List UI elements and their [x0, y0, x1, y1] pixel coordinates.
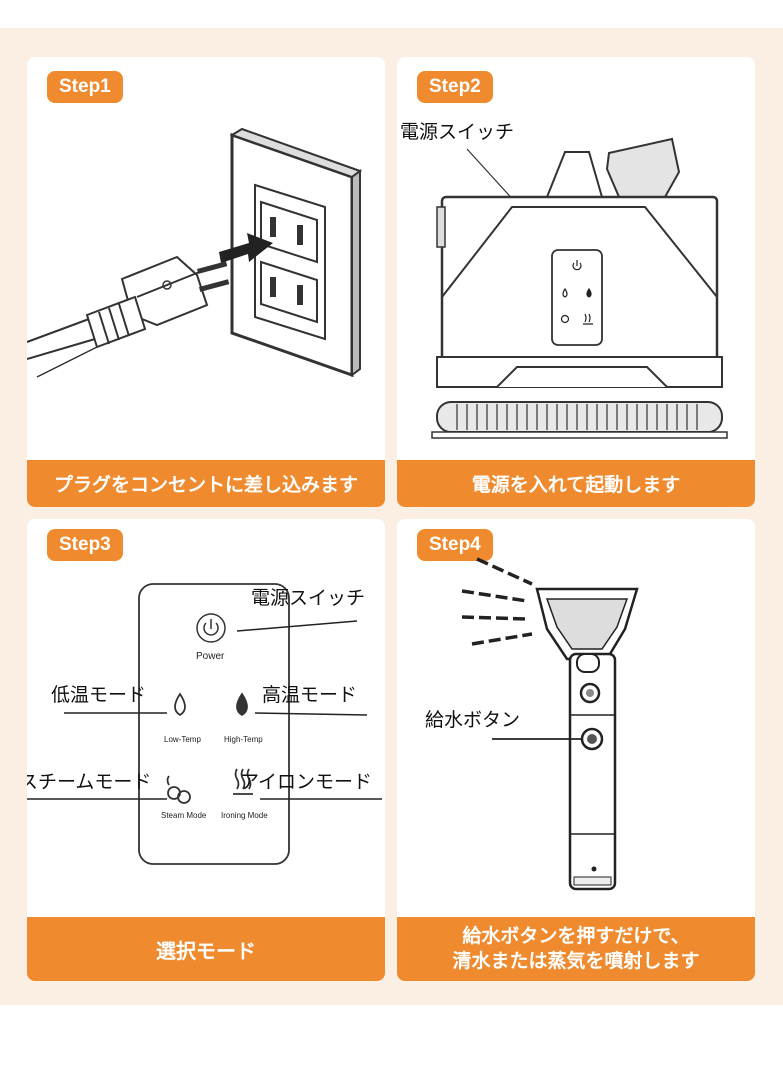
control-panel-diagram	[27, 583, 382, 865]
step4-water-button-label: 給水ボタン	[425, 709, 521, 731]
step3-low-label: 低温モード	[51, 684, 147, 706]
step3-steam-label: スチームモード	[27, 771, 152, 793]
step3-caption: 選択モード	[27, 917, 385, 981]
step3-badge: Step3	[47, 529, 123, 561]
step2-power-switch-label: 電源スイッチ	[400, 121, 515, 143]
step1-caption-text: プラグをコンセントに差し込みます	[53, 474, 358, 496]
steamer-unit-illustration	[431, 137, 728, 439]
step2-badge: Step2	[417, 71, 493, 103]
step4-badge: Step4	[417, 529, 493, 561]
water-drop-icon	[174, 692, 186, 717]
ironing-icon	[233, 768, 253, 795]
step3-power-label: 電源スイッチ	[251, 587, 366, 609]
step4-card: Step4 給水ボタン 給水ボタンを押すだけで、 清水または蒸気を噴射します	[397, 519, 755, 981]
panel-ironing-text: Ironing Mode	[221, 811, 268, 820]
step1-badge: Step1	[47, 71, 123, 103]
water-drop-icon	[236, 692, 248, 717]
step4-caption: 給水ボタンを押すだけで、 清水または蒸気を噴射します	[397, 917, 755, 981]
step3-ironing-label: アイロンモード	[240, 771, 373, 793]
step3-card: Step3 電源スイッチ 低温モード 高温モード スチームモード アイロンモード…	[27, 519, 385, 981]
steam-icon	[560, 314, 570, 324]
step3-high-label: 高温モード	[262, 684, 358, 706]
panel-high-text: High-Temp	[224, 735, 263, 744]
power-icon	[196, 613, 226, 643]
water-drop-icon	[562, 287, 568, 298]
panel-steam-text: Steam Mode	[161, 811, 207, 820]
wall-outlet-illustration	[27, 127, 363, 378]
arrow-icon	[219, 233, 273, 263]
steam-wand-illustration	[461, 557, 639, 891]
step1-card: Step1 プラグをコンセントに差し込みます	[27, 57, 385, 507]
panel-power-text: Power	[196, 651, 225, 662]
water-drop-icon	[586, 287, 592, 298]
power-icon	[572, 260, 582, 271]
step3-caption-text: 選択モード	[156, 938, 256, 963]
step2-caption-text: 電源を入れて起動します	[471, 474, 681, 496]
ironing-icon	[583, 313, 593, 325]
step2-card: Step2 電源スイッチ	[397, 57, 755, 507]
step4-caption-line2: 清水または蒸気を噴射します	[452, 950, 700, 972]
step2-caption: 電源を入れて起動します	[397, 460, 755, 507]
panel-low-text: Low-Temp	[164, 735, 201, 744]
step1-caption: プラグをコンセントに差し込みます	[27, 460, 385, 507]
steam-icon	[166, 775, 191, 804]
step4-caption-line1: 給水ボタンを押すだけで、	[462, 925, 690, 947]
